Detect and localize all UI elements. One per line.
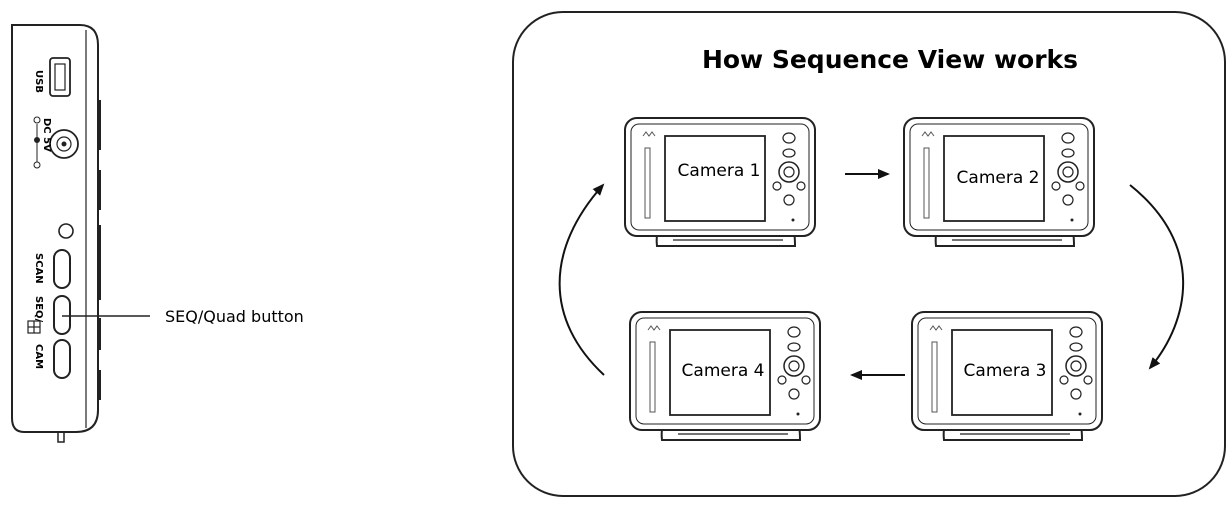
cam-label: CAM <box>33 344 44 369</box>
camera-monitor-3: Camera 3 <box>911 311 1103 441</box>
indicator-hole-icon <box>58 223 74 239</box>
arrow-camera4-to-camera1 <box>558 183 605 376</box>
seq-quad-button[interactable] <box>53 295 71 335</box>
polarity-symbol-icon <box>33 116 41 169</box>
scan-label: SCAN <box>33 253 44 284</box>
dc-jack-icon <box>49 129 79 159</box>
cam-button[interactable] <box>53 339 71 379</box>
camera-monitor-4: Camera 4 <box>629 311 821 441</box>
seq-label: SEQ/ <box>33 296 44 323</box>
camera-label: Camera 4 <box>682 361 765 381</box>
camera-monitor-2: Camera 2 <box>903 117 1095 247</box>
arrow-camera2-to-camera3 <box>1129 184 1185 370</box>
camera-label: Camera 3 <box>964 361 1047 381</box>
usb-port-icon <box>49 57 71 97</box>
callout-label: SEQ/Quad button <box>165 307 304 326</box>
usb-label: USB <box>33 70 44 93</box>
panel-title: How Sequence View works <box>702 45 1078 74</box>
camera-monitor-1: Camera 1 <box>624 117 816 247</box>
camera-label: Camera 1 <box>678 161 761 181</box>
scan-button[interactable] <box>53 249 71 289</box>
dc-label: DC 5V <box>41 118 52 152</box>
device-side-view: USB DC 5V SCAN SEQ/ CAM SEQ/Quad button <box>11 24 304 443</box>
camera-label: Camera 2 <box>957 168 1040 188</box>
quad-grid-icon <box>27 320 41 334</box>
sequence-panel: How Sequence View works Camera 1 Camera … <box>512 11 1226 497</box>
